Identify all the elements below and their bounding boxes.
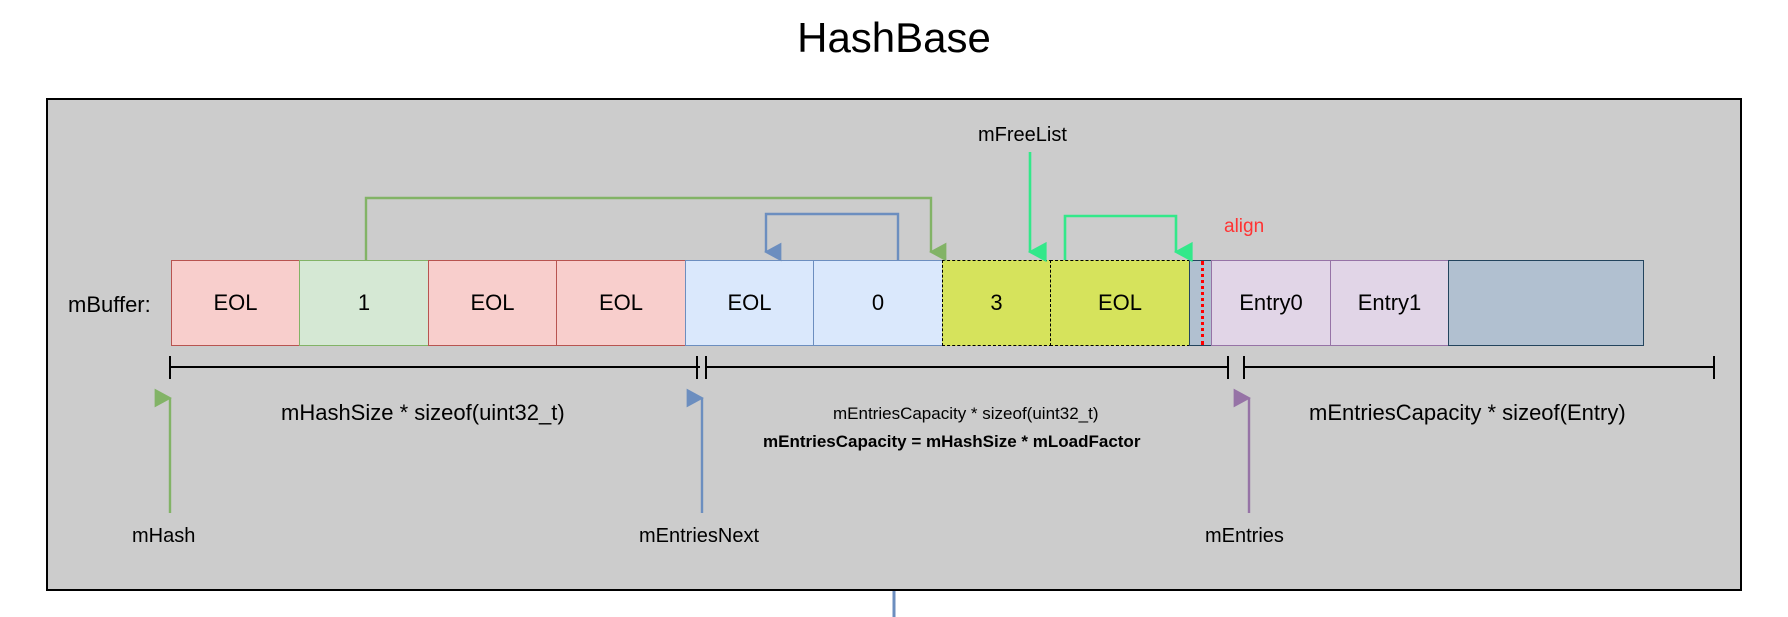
span-label-entries-capacity-next: mEntriesCapacity * sizeof(uint32_t) [833, 404, 1099, 423]
span-label-entries-capacity-entry: mEntriesCapacity * sizeof(Entry) [1309, 400, 1626, 425]
span-label-entries-capacity-formula: mEntriesCapacity = mHashSize * mLoadFact… [763, 432, 1141, 451]
cell-label: EOL [470, 290, 515, 315]
cell-entry-0[interactable]: Entry0 [1211, 260, 1331, 346]
cell-label: 1 [357, 290, 371, 315]
memory-buffer-row: EOL 1 EOL EOL EOL 0 3 EOL Entry0 Entry1 [170, 260, 1644, 346]
mhash-pointer-label: mHash [132, 525, 196, 547]
cell-label: 3 [990, 290, 1003, 315]
cell-next-1[interactable]: 0 [813, 260, 943, 346]
cell-hash-3[interactable]: EOL [556, 260, 686, 346]
cell-next-0[interactable]: EOL [684, 260, 815, 346]
cell-unused-tail[interactable] [1448, 260, 1644, 346]
cell-label: EOL [1097, 290, 1143, 315]
span-label-hash-size: mHashSize * sizeof(uint32_t) [281, 400, 565, 425]
mfreelist-pointer-label: mFreeList [978, 124, 1067, 146]
cell-alignment-padding[interactable] [1188, 260, 1213, 346]
cell-label: Entry0 [1239, 290, 1303, 315]
align-marker-icon [1200, 261, 1204, 345]
mbuffer-label: mBuffer: [68, 292, 151, 317]
cell-hash-1[interactable]: 1 [299, 260, 429, 346]
cell-label: EOL [598, 290, 644, 315]
align-label: align [1224, 216, 1265, 237]
cell-label: Entry1 [1357, 290, 1422, 315]
cell-entry-1[interactable]: Entry1 [1329, 260, 1450, 346]
mentries-pointer-label: mEntries [1205, 525, 1284, 547]
cell-hash-0[interactable]: EOL [170, 260, 301, 346]
mentriesnext-pointer-label: mEntriesNext [639, 525, 760, 547]
cell-hash-2[interactable]: EOL [427, 260, 558, 346]
cell-label: 0 [871, 290, 885, 315]
cell-free-0[interactable]: 3 [941, 260, 1052, 346]
cell-label: EOL [727, 290, 772, 315]
page-title: HashBase [797, 14, 991, 61]
cell-label: EOL [213, 290, 258, 315]
cell-free-1[interactable]: EOL [1050, 260, 1190, 346]
